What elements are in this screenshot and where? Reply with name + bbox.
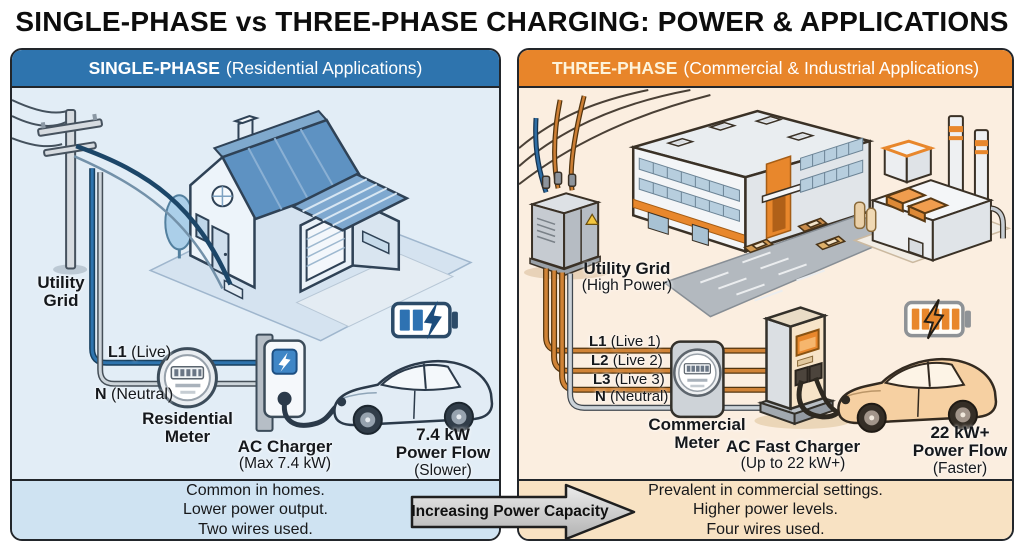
single-phase-illustration-area: Utility Grid L1 (Live) N (Neutral) Resid…	[12, 88, 499, 479]
footer-line: Two wires used.	[198, 520, 313, 538]
meter-icon	[670, 340, 725, 419]
parked-car	[742, 217, 847, 254]
meter-icon	[156, 347, 218, 409]
wire-l1	[89, 168, 259, 366]
power-flow-label: 7.4 kW Power Flow (Slower)	[395, 425, 491, 479]
wire-n-label: N (Neutral)	[95, 386, 174, 403]
three-phase-header: THREE-PHASE (Commercial & Industrial App…	[519, 50, 1012, 88]
bolt-icon	[278, 352, 291, 372]
page-title: SINGLE-PHASE vs THREE-PHASE CHARGING: PO…	[15, 6, 1009, 37]
header-subtitle: (Residential Applications)	[225, 57, 423, 78]
wall-charger-icon	[255, 333, 342, 432]
single-phase-header: SINGLE-PHASE (Residential Applications)	[12, 50, 499, 88]
arrow-label: Increasing Power Capacity	[411, 503, 609, 520]
factory-icon	[852, 115, 1012, 264]
single-phase-illustration	[12, 99, 494, 435]
footer-line: Lower power output.	[183, 501, 328, 519]
three-phase-footer: Prevalent in commercial settings. Higher…	[519, 479, 1012, 539]
charger-label: AC Charger (Max 7.4 kW)	[237, 437, 333, 473]
wire-l3-label: L3 (Live 3)	[593, 371, 665, 388]
footer-line: Four wires used.	[706, 520, 825, 538]
charger-label: AC Fast Charger (Up to 22 kW+)	[725, 437, 861, 473]
header-title: THREE-PHASE	[551, 57, 678, 78]
wire-l1-label: L1 (Live)	[108, 344, 172, 361]
wire-n	[567, 273, 779, 411]
office-building-icon	[628, 109, 875, 254]
header-title: SINGLE-PHASE	[88, 57, 220, 78]
transformer-icon	[524, 171, 609, 280]
bolt-icon	[923, 299, 945, 340]
footer-line: Prevalent in commercial settings.	[648, 481, 883, 499]
bolt-icon	[423, 300, 442, 340]
utility-grid-label: Utility Grid	[37, 273, 85, 311]
footer-line: Higher power levels.	[693, 501, 838, 519]
wire-l3	[559, 272, 767, 393]
three-phase-illustration	[519, 89, 1012, 433]
charge-port	[841, 395, 851, 405]
charge-port	[337, 397, 347, 407]
footer-line: Common in homes.	[186, 481, 325, 499]
battery-icon	[904, 299, 971, 340]
three-phase-panel: THREE-PHASE (Commercial & Industrial App…	[517, 48, 1014, 541]
wire-l2-label: L2 (Live 2)	[591, 352, 663, 369]
three-phase-illustration-area: Utility Grid (High Power) L1 (Live 1) L2…	[519, 88, 1012, 479]
utility-grid-label: Utility Grid (High Power)	[581, 259, 673, 295]
header-subtitle: (Commercial & Industrial Applications)	[683, 57, 980, 78]
meter-label: Commercial Meter	[648, 415, 746, 453]
warning-icon	[585, 213, 600, 225]
wire-l1-label: L1 (Live 1)	[589, 333, 661, 350]
arrow-icon	[410, 483, 636, 541]
utility-pole-icon	[37, 109, 103, 275]
rooftop-ac-units	[665, 115, 816, 147]
house-icon	[148, 109, 473, 342]
service-wire	[73, 144, 233, 290]
ev-car-icon	[837, 357, 998, 433]
meter-label: Residential Meter	[142, 409, 233, 447]
ev-car-icon	[333, 359, 494, 435]
battery-icon	[391, 300, 458, 340]
power-flow-label: 22 kW+ Power Flow (Faster)	[912, 423, 1008, 477]
fast-charger-icon	[754, 306, 861, 429]
wire-n-label: N (Neutral)	[595, 388, 669, 405]
wire-n	[97, 172, 259, 387]
single-phase-panel: SINGLE-PHASE (Residential Applications)	[10, 48, 501, 541]
